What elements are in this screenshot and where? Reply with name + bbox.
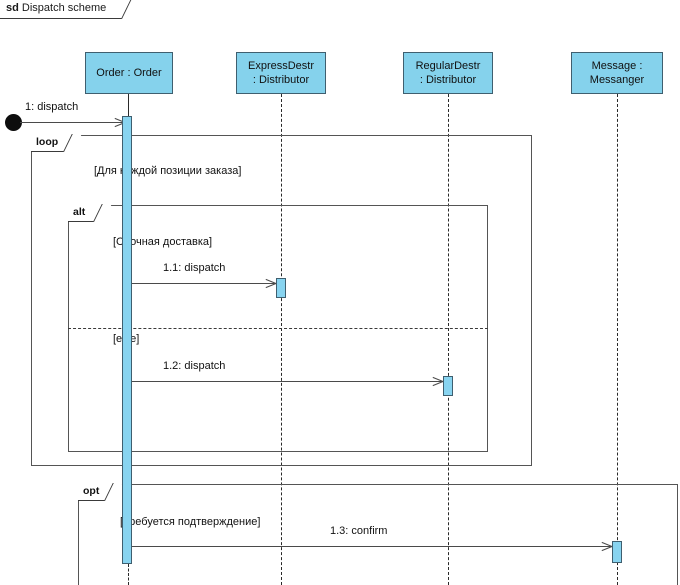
lifeline-messenger-line2: Messanger: [589, 74, 645, 86]
fragment-loop-guard: [Для каждой позиции заказа]: [94, 165, 242, 177]
fragment-opt-operator: opt: [78, 483, 123, 501]
lifeline-regular-line1: RegularDestr: [415, 60, 481, 72]
lifeline-stem-order: [128, 94, 129, 118]
lifeline-stem-messenger: [617, 94, 618, 585]
fragment-opt-guard: [Требуется подтверждение]: [120, 516, 261, 528]
fragment-loop-operator-text: loop: [36, 136, 59, 148]
activation-bar-express-destr[interactable]: [276, 278, 286, 298]
message-label-11-dispatch: 1.1: dispatch: [163, 262, 226, 274]
lifeline-head-express-destr[interactable]: ExpressDestr : Distributor: [236, 52, 326, 94]
found-message-start-dot: [5, 114, 22, 131]
message-label-12-dispatch: 1.2: dispatch: [163, 360, 226, 372]
lifeline-order-line1: Order : Order: [96, 67, 162, 79]
message-line-11-dispatch[interactable]: [132, 283, 276, 284]
lifeline-stem-order-tail: [128, 564, 129, 585]
diagram-title: sd Dispatch scheme: [6, 2, 106, 14]
lifeline-express-line1: ExpressDestr: [247, 60, 315, 72]
fragment-loop-operator: loop: [31, 134, 82, 152]
lifeline-stem-express-destr: [281, 94, 282, 585]
lifeline-messenger-line1: Message :: [591, 60, 643, 72]
lifeline-head-regular-destr[interactable]: RegularDestr : Distributor: [403, 52, 493, 94]
message-label-13-confirm: 1.3: confirm: [330, 525, 388, 537]
lifeline-head-messenger[interactable]: Message : Messanger: [571, 52, 663, 94]
fragment-opt-operator-text: opt: [83, 485, 100, 497]
lifeline-head-order[interactable]: Order : Order: [85, 52, 173, 94]
lifeline-stem-regular-destr: [448, 94, 449, 585]
fragment-alt-guard: [Срочная доставка]: [113, 236, 213, 248]
diagram-frame-tab: sd Dispatch scheme: [0, 0, 144, 19]
message-line-12-dispatch[interactable]: [132, 381, 443, 382]
fragment-alt-operator-text: alt: [73, 206, 86, 218]
lifeline-express-line2: : Distributor: [252, 74, 310, 86]
fragment-loop[interactable]: [31, 135, 532, 466]
activation-bar-regular-destr[interactable]: [443, 376, 453, 396]
diagram-kind-keyword: sd: [6, 2, 19, 14]
lifeline-regular-line2: : Distributor: [419, 74, 477, 86]
frame-tab-clip: [121, 0, 144, 19]
activation-bar-order[interactable]: [122, 116, 132, 564]
fragment-opt[interactable]: [78, 484, 678, 585]
fragment-alt-divider: [68, 328, 488, 329]
message-line-1-dispatch[interactable]: [20, 122, 125, 123]
message-label-1-dispatch: 1: dispatch: [25, 101, 79, 113]
fragment-alt-operator: alt: [68, 204, 112, 222]
diagram-title-text: Dispatch scheme: [21, 2, 107, 14]
activation-bar-messenger[interactable]: [612, 541, 622, 563]
message-line-13-confirm[interactable]: [132, 546, 612, 547]
